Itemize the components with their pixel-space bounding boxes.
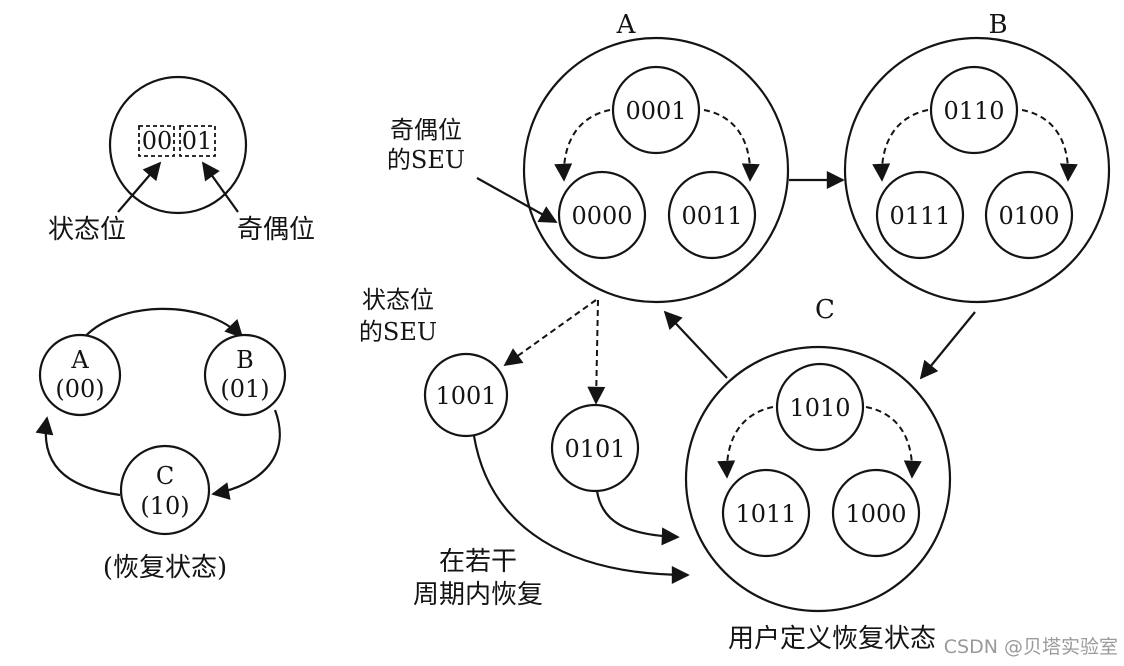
parity-seu-annotation: 奇偶位 的SEU [387, 116, 558, 223]
state-bits-value: 00 [142, 127, 173, 155]
node-0100 [984, 170, 1074, 260]
seu-arrow-to-0101 [587, 299, 606, 405]
state-c-node [119, 444, 211, 536]
state-a-code: (00) [55, 375, 104, 403]
node-1010-label: 1010 [789, 394, 850, 422]
state-bit-label: 状态位 [48, 215, 126, 245]
state-bit-box [138, 125, 175, 157]
node-1010 [775, 362, 865, 452]
node-0110-label: 0110 [943, 97, 1004, 125]
node-0110 [929, 65, 1019, 155]
group-a-dashed-right [703, 109, 760, 182]
node-0000 [557, 170, 647, 260]
group-a-label: A [616, 10, 637, 40]
recovery-arrow-from-1001 [472, 435, 690, 584]
arrow-c-to-a [35, 416, 121, 497]
node-0011 [667, 170, 757, 260]
arrow-c-to-a-group [663, 310, 728, 379]
recovery-arrow-from-0101 [595, 490, 680, 546]
node-1011-label: 1011 [735, 500, 796, 528]
state-seu-annotation: 状态位 的SEU [359, 286, 606, 405]
group-b: B 0110 0111 0100 [843, 10, 1111, 304]
node-1011 [721, 468, 811, 558]
recovery-loop: A (00) B (01) C (10) (恢复状态) [35, 307, 287, 583]
node-0000-label: 0000 [571, 202, 632, 230]
user-defined-recovery-label: 用户定义恢复状态 [728, 624, 936, 654]
state-c-code: (10) [140, 492, 189, 520]
group-c: C 1010 1011 1000 用户定义恢复状态 [684, 295, 952, 654]
recover-cycles-line1: 在若干 [439, 547, 517, 577]
bit-legend: 00 01 状态位 奇偶位 [48, 75, 315, 245]
group-c-dashed-left [717, 406, 774, 479]
parity-seu-line1: 奇偶位 [390, 116, 462, 144]
node-0101-label: 0101 [564, 435, 625, 463]
state-a-node [38, 333, 122, 417]
recovery-caption: (恢复状态) [103, 553, 227, 583]
state-a-name: A [70, 346, 89, 374]
group-c-dashed-right [865, 406, 922, 479]
parity-bit-box [179, 125, 216, 157]
state-seu-line1: 状态位 [362, 286, 434, 314]
legend-circle [108, 75, 248, 215]
parity-seu-pointer [476, 177, 558, 223]
parity-seu-line2: 的SEU [387, 146, 465, 174]
arrow-b-to-c-group [919, 311, 976, 380]
state-b-name: B [236, 346, 254, 374]
state-c-name: C [156, 462, 174, 490]
seu-arrow-to-1001 [503, 299, 597, 367]
node-0101 [550, 403, 640, 493]
group-a-dashed-left [554, 109, 611, 182]
parity-bit-label: 奇偶位 [237, 215, 315, 245]
recover-cycles-line2: 周期内恢复 [413, 580, 543, 610]
group-c-label: C [815, 295, 835, 325]
node-0011-label: 0011 [681, 202, 742, 230]
group-b-label: B [988, 10, 1007, 40]
node-1001 [423, 352, 509, 438]
node-1000 [831, 468, 921, 558]
node-1000-label: 1000 [845, 500, 906, 528]
state-b-node [203, 333, 287, 417]
state-bit-pointer [117, 161, 162, 213]
node-0111-label: 0111 [889, 202, 950, 230]
node-1001-label: 1001 [435, 382, 496, 410]
state-b-code: (01) [220, 375, 269, 403]
arrow-b-to-c [211, 409, 281, 500]
state-seu-line2: 的SEU [359, 318, 437, 346]
parity-bits-value: 01 [182, 127, 213, 155]
arrow-a-to-b [81, 307, 244, 341]
node-0001 [611, 65, 701, 155]
group-a: A 0001 0000 0011 [522, 10, 790, 304]
group-b-dashed-left [872, 109, 929, 182]
node-0100-label: 0100 [998, 202, 1059, 230]
node-0001-label: 0001 [625, 97, 686, 125]
node-0111 [875, 170, 965, 260]
csdn-watermark: CSDN @贝塔实验室 [944, 636, 1118, 658]
group-b-dashed-right [1021, 109, 1078, 182]
parity-bit-pointer [201, 161, 239, 213]
